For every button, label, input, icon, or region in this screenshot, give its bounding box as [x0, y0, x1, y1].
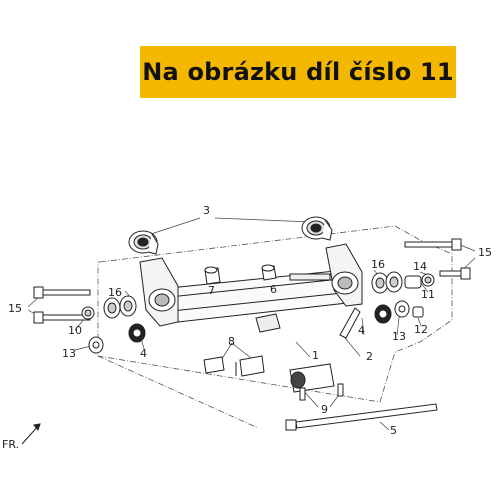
part-label-2: 2	[366, 350, 373, 363]
part-label-14: 14	[413, 260, 427, 273]
part-label-9: 9	[321, 403, 328, 416]
part-label-6: 6	[270, 283, 277, 296]
bolt-left-upper	[33, 286, 91, 299]
part-label-1: 1	[312, 349, 319, 362]
nut-right-part-11	[421, 273, 435, 287]
assembly-frame	[97, 225, 453, 429]
collar-8b	[235, 355, 265, 377]
bearing-right	[371, 271, 403, 294]
part-label-4-left: 4	[140, 347, 147, 360]
long-shaft	[285, 403, 438, 431]
sleeve-6	[261, 264, 277, 281]
collar-right	[404, 275, 422, 289]
bearing-left	[103, 295, 137, 319]
stopper-arm	[339, 307, 361, 339]
bolt-right-lower	[439, 267, 471, 280]
highlight-banner-text: Na obrázku díl číslo 11	[142, 58, 454, 86]
highlight-banner: Na obrázku díl číslo 11	[140, 46, 456, 98]
swing-arm-body	[139, 243, 363, 333]
part-label-10: 10	[68, 324, 82, 337]
rubber-mount-right	[301, 216, 333, 241]
bolt-9b	[337, 383, 344, 397]
part-label-8: 8	[228, 335, 235, 348]
bushing-left	[128, 323, 146, 343]
washer-right	[394, 300, 410, 318]
part-label-11: 11	[421, 288, 435, 301]
part-label-4-right: 4	[358, 324, 365, 337]
sleeve-7	[204, 266, 221, 285]
washer-left	[88, 336, 104, 354]
part-label-13-left: 13	[62, 347, 76, 360]
collar-8a	[203, 356, 225, 374]
rubber-mount-left	[128, 230, 159, 255]
bolt-right-upper	[404, 238, 462, 251]
front-direction-arrow	[21, 423, 41, 445]
part-label-12: 12	[414, 323, 428, 336]
front-direction-label: FR.	[2, 438, 19, 451]
part-label-15-left: 15	[8, 302, 22, 315]
bolt-9a	[299, 387, 306, 401]
small-nut	[412, 306, 424, 318]
bushing-right	[374, 304, 392, 324]
part-number-labels: 3 15 15 16 16 14 11 10 12 13 13 4 4 7 6 …	[8, 204, 492, 437]
part-label-3: 3	[203, 204, 210, 217]
part-label-13-right: 13	[392, 330, 406, 343]
part-label-16-right: 16	[371, 258, 385, 271]
damper-block	[289, 363, 335, 393]
nut-left	[81, 306, 95, 320]
part-label-7: 7	[208, 284, 215, 297]
part-label-16-left: 16	[108, 286, 122, 299]
part-label-15-right: 15	[478, 246, 492, 259]
leader-lines	[27, 217, 476, 431]
part-label-5: 5	[390, 424, 397, 437]
